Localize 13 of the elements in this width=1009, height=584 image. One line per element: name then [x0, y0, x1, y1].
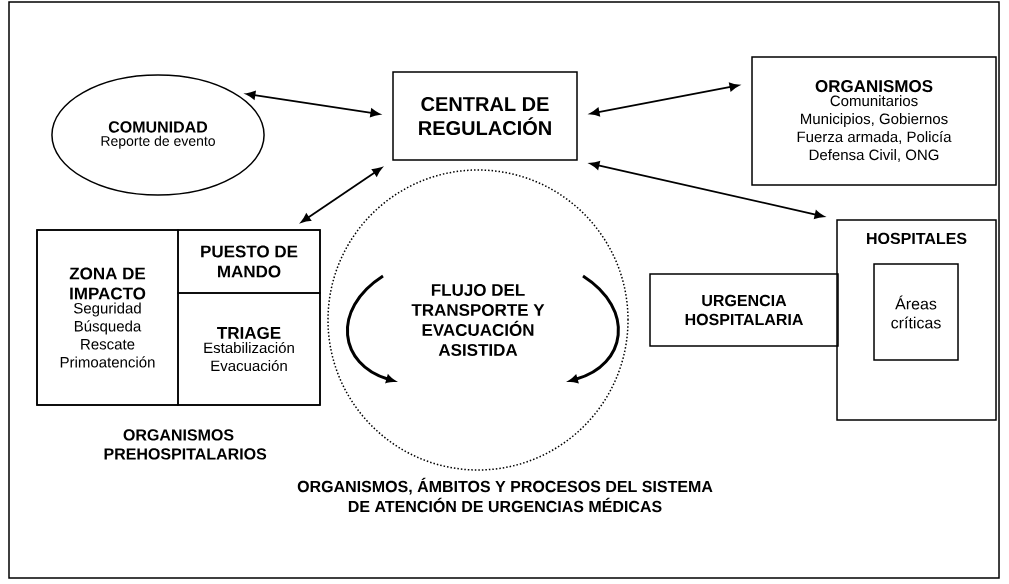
- text-box: Áreas críticas: [873, 263, 959, 361]
- text-box: URGENCIA HOSPITALARIA: [649, 273, 839, 347]
- node-label: ORGANISMOS PREHOSPITALARIOS: [104, 429, 267, 460]
- caption: ORGANISMOS, ÁMBITOS Y PROCESOS DEL SISTEMA DE ATENCIÓN DE URGENCIAS MÉDICAS: [297, 477, 713, 513]
- arrow: [245, 90, 380, 118]
- text-box: CENTRAL DE REGULACIÓN: [392, 71, 578, 161]
- text-box: TRIAGE Estabilización Evacuación: [177, 292, 321, 406]
- arrow: [589, 161, 825, 219]
- arrow: [590, 82, 740, 117]
- text-box: ZONA DE IMPACTO Seguridad Búsqueda Rescate Primoatención: [36, 229, 179, 406]
- text-box: PUESTO DE MANDO: [177, 229, 321, 294]
- arrow: [300, 167, 383, 223]
- text-box: ORGANISMOS Comunitarios Municipios, Gobiernos Fuerza armada, Policía Defensa Civil, ONG: [751, 56, 997, 186]
